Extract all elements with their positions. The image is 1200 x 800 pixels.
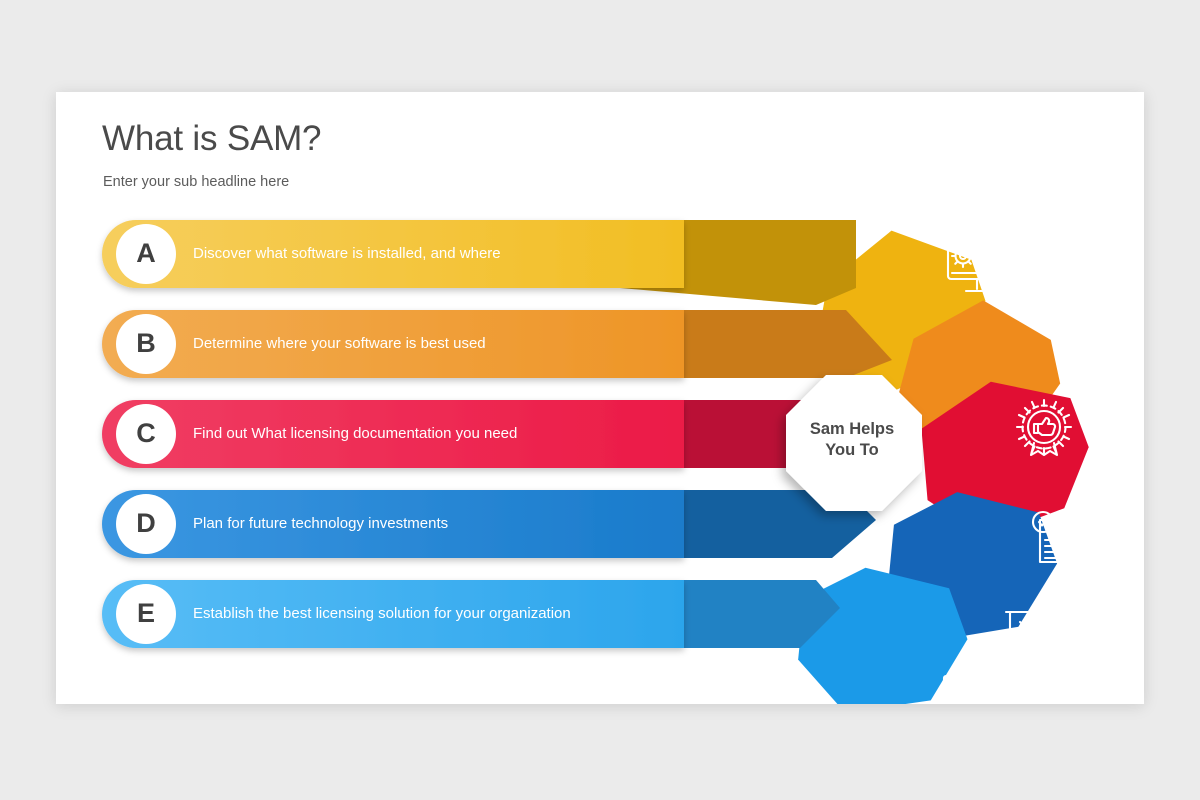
badge-circle-d[interactable]	[116, 494, 176, 554]
slide-card: What is SAM? Enter your sub headline her…	[56, 92, 1144, 704]
bar-d[interactable]	[102, 490, 684, 558]
petal-e[interactable]	[798, 567, 968, 704]
sam-radial-infographic	[56, 92, 1144, 704]
page-title: What is SAM?	[102, 119, 322, 158]
badge-letter-c: C	[136, 418, 156, 448]
petal-group	[798, 230, 1089, 704]
team-org-chart-icon	[942, 674, 1004, 704]
award-thumbsup-icon	[1015, 398, 1073, 457]
bar-c[interactable]	[102, 400, 684, 468]
badge-circle-b[interactable]	[116, 314, 176, 374]
hub-label-line2: You To	[825, 441, 879, 460]
document-stamp-approved-icon	[1031, 509, 1081, 564]
bar-group	[102, 220, 684, 648]
strategy-board-dollar-icon	[1004, 610, 1070, 670]
bar-overlap-b	[620, 310, 892, 378]
row-label-c: Find out What licensing documentation yo…	[193, 425, 518, 442]
bar-e[interactable]	[102, 580, 684, 648]
badge-letter-b: B	[136, 328, 156, 358]
badge-letter-a: A	[136, 238, 156, 268]
badge-circle-a[interactable]	[116, 224, 176, 284]
monitor-code-gear-icon	[946, 235, 1008, 293]
page-subtitle: Enter your sub headline here	[103, 174, 290, 190]
badge-circle-e[interactable]	[116, 584, 176, 644]
badge-letter-d: D	[136, 508, 156, 538]
hub-label-line1: Sam Helps	[809, 420, 895, 438]
badge-circle-c[interactable]	[116, 404, 176, 464]
badge-letter-e: E	[136, 598, 155, 628]
row-label-e: Establish the best licensing solution fo…	[193, 605, 571, 622]
bar-b[interactable]	[102, 310, 684, 378]
bar-a[interactable]	[102, 220, 684, 288]
row-label-a: Discover what software is installed, and…	[193, 245, 501, 262]
hub-label: Sam Helps You To	[772, 419, 932, 461]
row-label-d: Plan for future technology investments	[193, 515, 449, 532]
hub-octagon[interactable]	[786, 375, 922, 511]
row-label-b: Determine where your software is best us…	[193, 335, 486, 352]
badge-group	[116, 224, 176, 644]
